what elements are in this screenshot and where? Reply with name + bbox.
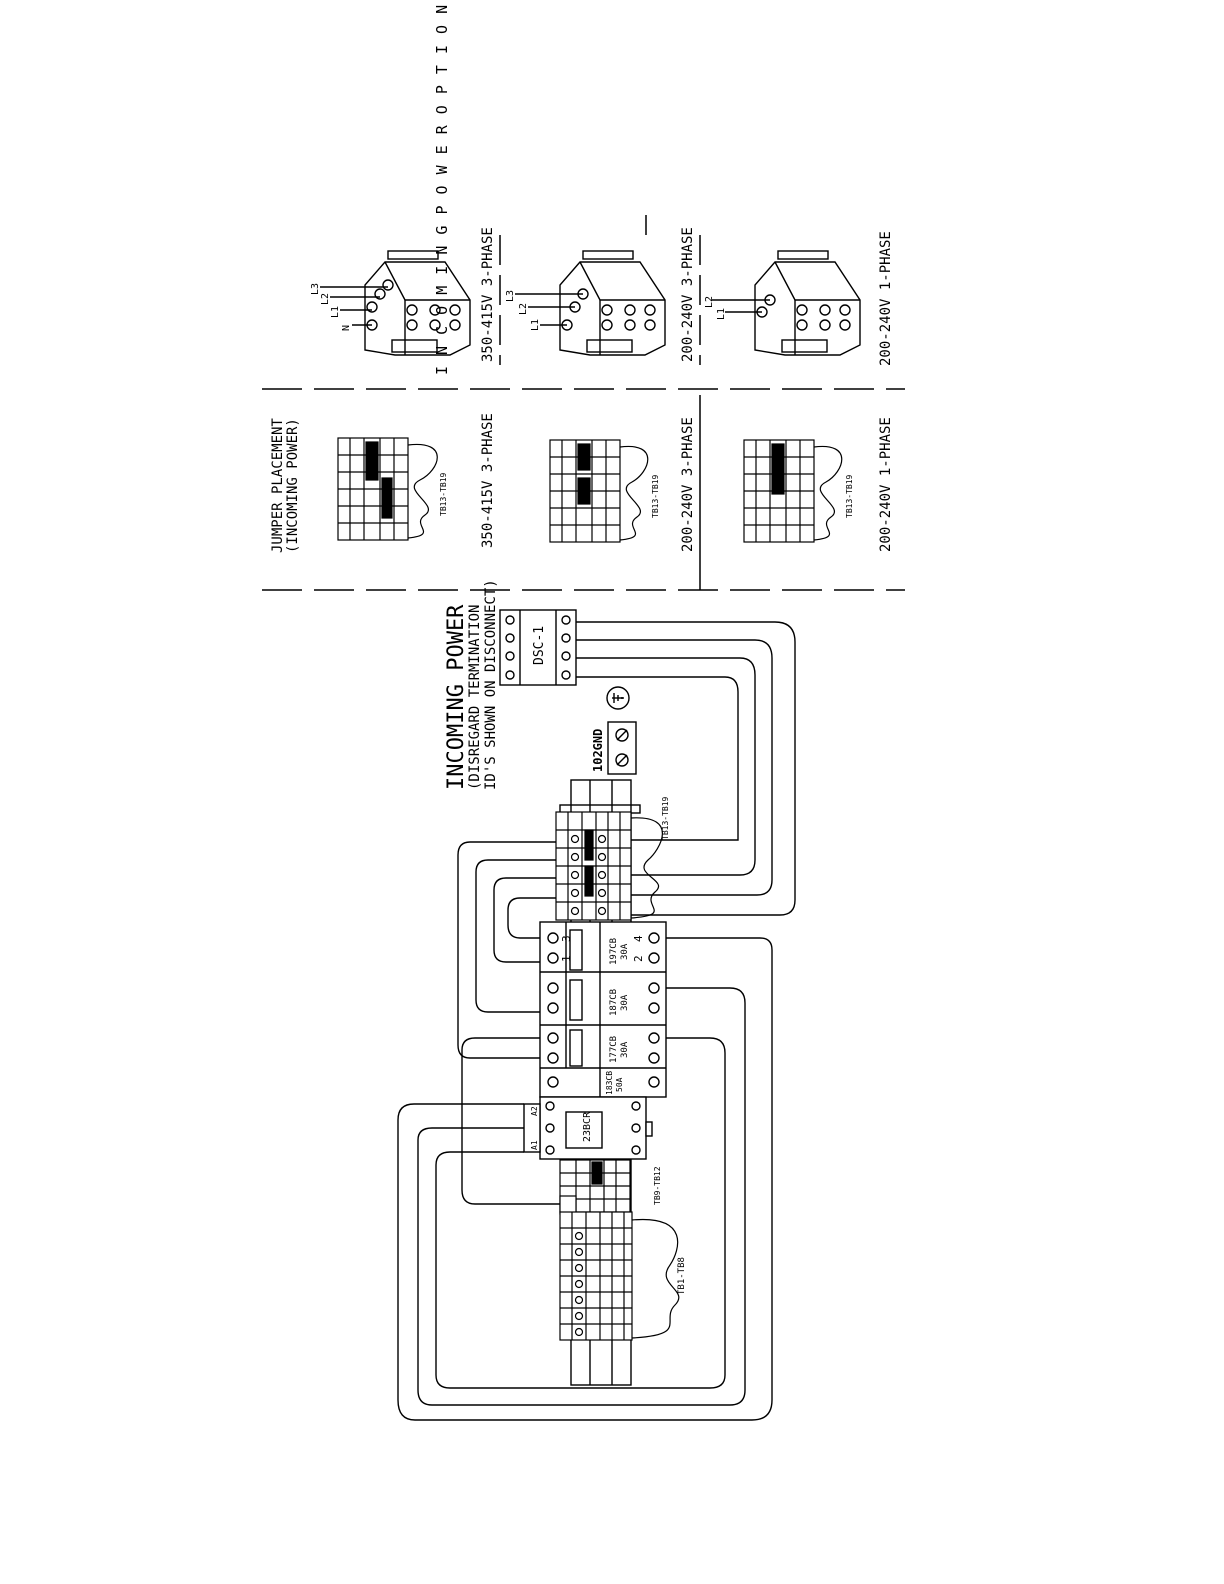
- contactor-a2: A2: [530, 1106, 539, 1116]
- wire-label-l1: L1: [330, 306, 341, 318]
- breaker-197cb: 197CB: [609, 938, 619, 965]
- jumper-tb-3: TB13-TB19: [845, 474, 854, 518]
- breaker-183cb: 183CB: [605, 1071, 614, 1095]
- breaker-197cb-rating: 30A: [620, 943, 630, 960]
- wire-label-l3: L3: [505, 290, 516, 302]
- incoming-note-2: ID'S SHOWN ON DISCONNECT): [483, 579, 499, 790]
- breaker-177cb: 177CB: [609, 1036, 619, 1063]
- power-option-block-1: L3 L2 L1 N 350-415V 3-PHASE: [310, 227, 496, 362]
- option-label-2: 200-240V 3-PHASE: [680, 227, 696, 362]
- breaker-term-1: 1: [560, 955, 573, 962]
- jumper-tb-2: TB13-TB19: [651, 474, 660, 518]
- wire-label-l3: L3: [310, 283, 321, 295]
- incoming-note-1: (DISREGARD TERMINATION: [467, 605, 483, 790]
- contactor-a1: A1: [530, 1140, 539, 1150]
- breaker-187cb: 187CB: [609, 989, 619, 1016]
- jumper-tb-1: TB13-TB19: [439, 472, 448, 516]
- jumper-title-2: (INCOMING POWER): [285, 418, 301, 553]
- option-label-1: 350-415V 3-PHASE: [480, 227, 496, 362]
- tb-mid-strip: [559, 1159, 631, 1215]
- ground-terminal: [607, 721, 637, 775]
- jumper-strip-3: [743, 439, 843, 543]
- wire-label-l1: L1: [716, 308, 727, 320]
- breaker-177cb-rating: 30A: [620, 1041, 630, 1058]
- disconnect-dsc1: [499, 609, 577, 686]
- wire-label-n: N: [341, 325, 352, 331]
- tb-upper-label: TB13-TB19: [661, 796, 670, 840]
- breaker-187cb-rating: 30A: [620, 994, 630, 1011]
- breaker-block: [539, 921, 667, 1098]
- tb-lower-bracket: [631, 1218, 680, 1339]
- disconnect-label: DSC-1: [532, 626, 547, 665]
- jumper-label-2: 200-240V 3-PHASE: [680, 417, 696, 552]
- options-grid: [262, 215, 905, 591]
- breaker-term-3: 3: [560, 935, 573, 942]
- power-option-block-2: L3 L2 L1 200-240V 3-PHASE: [505, 227, 696, 362]
- breaker-183cb-rating: 50A: [615, 1077, 624, 1092]
- incoming-title: INCOMING POWER: [444, 604, 469, 790]
- breaker-term-2: 2: [632, 955, 645, 962]
- jumper-strip-2: [549, 439, 649, 543]
- jumper-label-1: 350-415V 3-PHASE: [480, 413, 496, 548]
- tb-lower-label: TB1-TB8: [677, 1257, 687, 1295]
- contactor-23bcr: [523, 1096, 653, 1160]
- wire-label-l2: L2: [704, 296, 715, 308]
- tb-upper-bracket: [630, 817, 663, 919]
- wiring-loops: [397, 621, 796, 1421]
- tb-upper-strip: [555, 811, 632, 921]
- jumper-strip-1: [337, 437, 438, 541]
- tb-lower-strip: [559, 1211, 633, 1341]
- tb-mid-label: TB9-TB12: [653, 1166, 662, 1205]
- wire-label-l2: L2: [320, 293, 331, 305]
- option-label-3: 200-240V 1-PHASE: [878, 231, 894, 366]
- ground-icon: [606, 686, 630, 710]
- breaker-term-4: 4: [632, 935, 645, 942]
- jumper-label-3: 200-240V 1-PHASE: [878, 417, 894, 552]
- wire-label-l1: L1: [530, 319, 541, 331]
- ground-label: 102GND: [591, 729, 605, 772]
- wire-label-l2: L2: [518, 303, 529, 315]
- power-option-block-3: L2 L1 200-240V 1-PHASE: [704, 231, 894, 366]
- options-label: I N C O M I N G P O W E R O P T I O N S: [433, 0, 451, 375]
- contactor-label: 23BCR: [582, 1111, 593, 1142]
- jumper-title-1: JUMPER PLACEMENT: [270, 418, 286, 553]
